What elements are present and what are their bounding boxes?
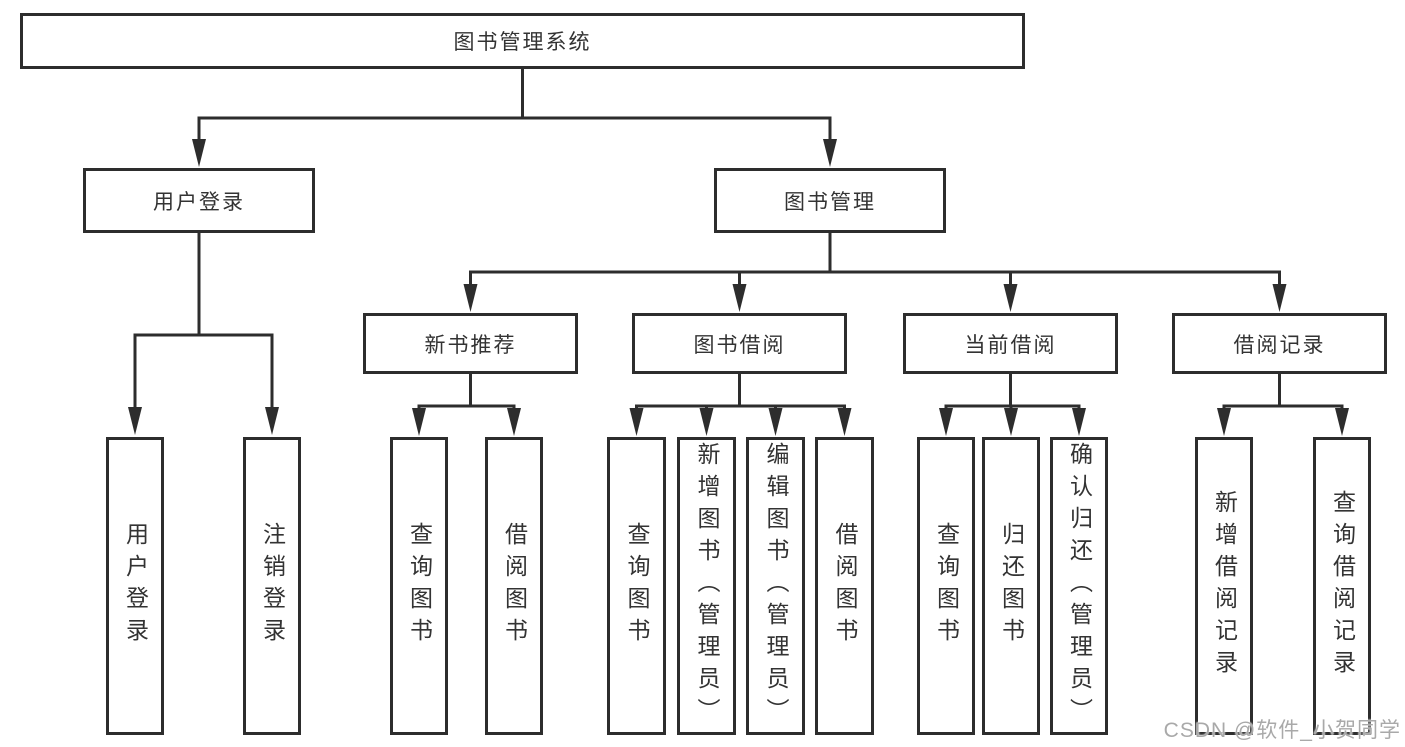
node-leaf-edit-book-admin: 编辑图书（管理员） bbox=[746, 437, 805, 735]
node-leaf-logout: 注销登录 bbox=[243, 437, 301, 735]
node-label: 图书管理 bbox=[784, 190, 876, 214]
node-label: 注销登录 bbox=[259, 522, 286, 650]
node-label: 图书借阅 bbox=[693, 333, 786, 357]
node-leaf-borrow-books: 借阅图书 bbox=[485, 437, 543, 735]
node-current-borrowing: 当前借阅 bbox=[903, 313, 1118, 374]
node-label: 新增借阅记录 bbox=[1211, 490, 1238, 682]
node-label: 新增图书（管理员） bbox=[694, 442, 720, 730]
node-leaf-add-book-admin: 新增图书（管理员） bbox=[677, 437, 736, 735]
node-label: 用户登录 bbox=[122, 522, 149, 650]
node-label: 编辑图书（管理员） bbox=[763, 442, 789, 730]
node-leaf-add-borrow-record: 新增借阅记录 bbox=[1195, 437, 1253, 735]
node-label: 查询借阅记录 bbox=[1329, 490, 1356, 682]
node-label: 借阅图书 bbox=[501, 522, 528, 650]
node-label: 新书推荐 bbox=[424, 333, 517, 357]
node-label: 查询图书 bbox=[933, 522, 960, 650]
node-user-login: 用户登录 bbox=[83, 168, 315, 233]
node-leaf-query-books: 查询图书 bbox=[917, 437, 975, 735]
node-leaf-confirm-return-admin: 确认归还（管理员） bbox=[1050, 437, 1108, 735]
node-leaf-borrow-books: 借阅图书 bbox=[815, 437, 874, 735]
node-library-management-system: 图书管理系统 bbox=[20, 13, 1025, 69]
node-label: 查询图书 bbox=[406, 522, 433, 650]
node-leaf-user-login: 用户登录 bbox=[106, 437, 164, 735]
node-label: 确认归还（管理员） bbox=[1066, 442, 1093, 730]
node-leaf-return-books: 归还图书 bbox=[982, 437, 1040, 735]
node-label: 查询图书 bbox=[624, 522, 650, 650]
csdn-watermark: CSDN @软件_小贺同学 bbox=[1163, 719, 1401, 742]
node-label: 当前借阅 bbox=[964, 333, 1057, 357]
node-label: 归还图书 bbox=[998, 522, 1025, 650]
node-label: 借阅图书 bbox=[832, 522, 858, 650]
node-book-borrowing: 图书借阅 bbox=[632, 313, 847, 374]
node-label: 用户登录 bbox=[153, 190, 245, 214]
node-label: 图书管理系统 bbox=[453, 31, 592, 54]
node-book-management: 图书管理 bbox=[714, 168, 946, 233]
node-borrowing-records: 借阅记录 bbox=[1172, 313, 1387, 374]
node-leaf-query-borrow-record: 查询借阅记录 bbox=[1313, 437, 1371, 735]
node-new-book-recommendation: 新书推荐 bbox=[363, 313, 578, 374]
node-label: 借阅记录 bbox=[1233, 333, 1326, 357]
node-leaf-query-books: 查询图书 bbox=[390, 437, 448, 735]
node-leaf-query-books: 查询图书 bbox=[607, 437, 666, 735]
